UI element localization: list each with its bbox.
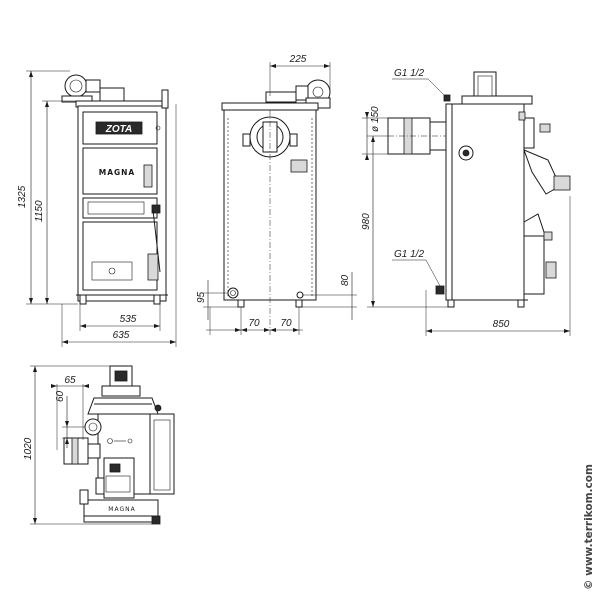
watermark: © www.terrikom.com bbox=[583, 464, 595, 590]
dim-back-flue-height: 95 bbox=[196, 291, 207, 303]
back-dimensions: 225 95 80 70 70 bbox=[196, 54, 357, 335]
top-dimensions: 65 60 1020 bbox=[23, 365, 152, 525]
dim-side-depth: 850 bbox=[493, 319, 510, 330]
side-view bbox=[387, 71, 571, 308]
dim-top-offset-y: 60 bbox=[55, 390, 66, 402]
dim-front-body-height: 1150 bbox=[34, 200, 45, 222]
top-view: MAGNA bbox=[63, 365, 175, 525]
front-dimensions: 1325 1150 535 635 bbox=[17, 70, 177, 347]
front-logo-plate: ZOTA bbox=[105, 124, 132, 135]
dim-flue-diameter: ø 150 bbox=[370, 106, 381, 132]
back-view bbox=[221, 79, 331, 308]
dim-top-depth: 1020 bbox=[23, 437, 34, 460]
front-view: ZOTA MAGNA bbox=[61, 74, 169, 305]
side-body bbox=[445, 103, 525, 301]
label-supply-pipe: G1 1/2 bbox=[394, 68, 424, 79]
dim-top-offset-x: 65 bbox=[64, 375, 76, 386]
dim-front-base-width: 535 bbox=[120, 314, 137, 325]
dim-fan-width: 225 bbox=[289, 54, 307, 65]
dim-front-total-height: 1325 bbox=[17, 185, 28, 208]
dim-front-overall-width: 635 bbox=[113, 330, 130, 341]
side-dimensions: G1 1/2 ø 150 980 G1 1/2 850 bbox=[361, 68, 571, 336]
front-fan bbox=[61, 74, 125, 103]
dim-back-leg-right: 70 bbox=[280, 318, 292, 329]
front-lower-door bbox=[82, 221, 158, 291]
front-model-plate: MAGNA bbox=[99, 168, 136, 177]
top-model-plate: MAGNA bbox=[108, 506, 135, 513]
label-return-pipe: G1 1/2 bbox=[394, 249, 424, 260]
dim-side-pipe-height: 980 bbox=[361, 213, 372, 230]
dim-back-outlet-height: 80 bbox=[340, 274, 351, 286]
dim-back-leg-left: 70 bbox=[248, 318, 260, 329]
front-upper-door bbox=[82, 111, 158, 145]
